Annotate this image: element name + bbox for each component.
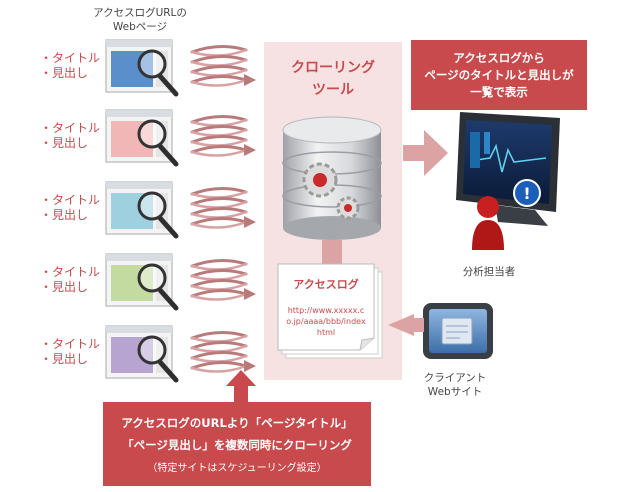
gear-icon (302, 162, 360, 220)
web-page-thumbnail (105, 253, 173, 307)
log-url-line-2: o.jp/aaaa/bbb/index (286, 317, 366, 326)
crawl-coil-arrow (190, 45, 256, 87)
web-page-thumbnail (105, 39, 173, 93)
source-caption: アクセスログURLの Webページ (93, 6, 187, 33)
arrow-up-to-pages (226, 370, 256, 402)
source-caption-line-2: Webページ (113, 21, 167, 33)
title-bullet-label: ・タイトル (40, 121, 100, 135)
heading-bullet-label: ・見出し (40, 208, 88, 222)
connector-bar (322, 240, 342, 268)
top-callout-line-1: アクセスログから (453, 51, 544, 65)
crawler-title-line-2: ツール (312, 82, 354, 98)
log-url-line-3: html (317, 328, 335, 337)
crawler-title-line-1: クローリング (291, 59, 375, 76)
monitor-icon (456, 112, 560, 226)
crawl-coil-arrow (190, 331, 256, 373)
crawl-coil-arrow (190, 115, 256, 157)
bottom-callout-line-2: 「ページ見出し」を複数同時にクローリング (122, 438, 352, 452)
top-callout-line-3: 一覧で表示 (470, 85, 528, 99)
web-page-row: ・タイトル・見出し (40, 39, 256, 97)
top-callout-box (411, 40, 587, 110)
heading-bullet-label: ・見出し (40, 280, 88, 294)
title-bullet-label: ・タイトル (40, 337, 100, 351)
svg-text:!: ! (523, 184, 530, 203)
web-page-row: ・タイトル・見出し (40, 325, 256, 383)
web-page-row: ・タイトル・見出し (40, 109, 256, 167)
crawl-coil-arrow (190, 259, 256, 301)
analyst-person-icon (472, 196, 504, 250)
top-callout-line-2: ページのタイトルと見出しが (424, 68, 574, 82)
heading-bullet-label: ・見出し (40, 66, 88, 80)
magnifier-icon (137, 119, 179, 167)
magnifier-icon (137, 335, 179, 383)
title-bullet-label: ・タイトル (40, 265, 100, 279)
web-page-thumbnail (105, 181, 173, 235)
title-bullet-label: ・タイトル (40, 51, 100, 65)
log-document-title: アクセスログ (293, 277, 358, 291)
source-caption-line-1: アクセスログURLの (93, 6, 187, 19)
web-page-rows: ・タイトル・見出し・タイトル・見出し・タイトル・見出し・タイトル・見出し・タイト… (40, 39, 256, 383)
log-document (277, 263, 383, 359)
magnifier-icon (137, 263, 179, 311)
client-website-icon (423, 303, 493, 359)
magnifier-icon (137, 49, 179, 97)
client-label-line-1: クライアント (424, 372, 487, 384)
alert-icon: ! (513, 179, 541, 207)
heading-bullet-label: ・見出し (40, 352, 88, 366)
heading-bullet-label: ・見出し (40, 136, 88, 150)
bottom-callout-line-1: アクセスログのURLより「ページタイトル」 (121, 416, 352, 430)
client-label-line-2: Webサイト (428, 386, 482, 398)
web-page-row: ・タイトル・見出し (40, 181, 256, 239)
title-bullet-label: ・タイトル (40, 193, 100, 207)
arrow-to-analyst (403, 130, 448, 176)
log-url-line-1: http://www.xxxxx.c (288, 306, 365, 315)
web-page-row: ・タイトル・見出し (40, 253, 256, 311)
bottom-callout-line-3: （特定サイトはスケジューリング設定） (147, 461, 326, 474)
crawl-coil-arrow (190, 187, 256, 229)
arrow-from-client-shaft (414, 318, 424, 332)
bottom-callout-box (103, 402, 371, 486)
magnifier-icon (137, 191, 179, 239)
arrow-from-client (388, 314, 414, 336)
analyst-label: 分析担当者 (463, 265, 516, 278)
